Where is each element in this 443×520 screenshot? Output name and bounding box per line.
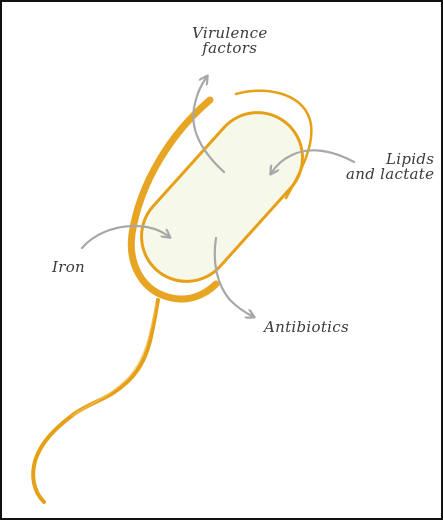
cell-body (123, 94, 321, 300)
antibiotics-label: Antibiotics (264, 320, 349, 335)
virulence-label-line2: factors (192, 41, 268, 56)
virulence-factors-label: Virulence factors (192, 26, 268, 56)
iron-label: Iron (52, 260, 85, 275)
lipids-label-line2: and lactate (346, 167, 434, 182)
lipids-lactate-label: Lipids and lactate (346, 152, 434, 182)
